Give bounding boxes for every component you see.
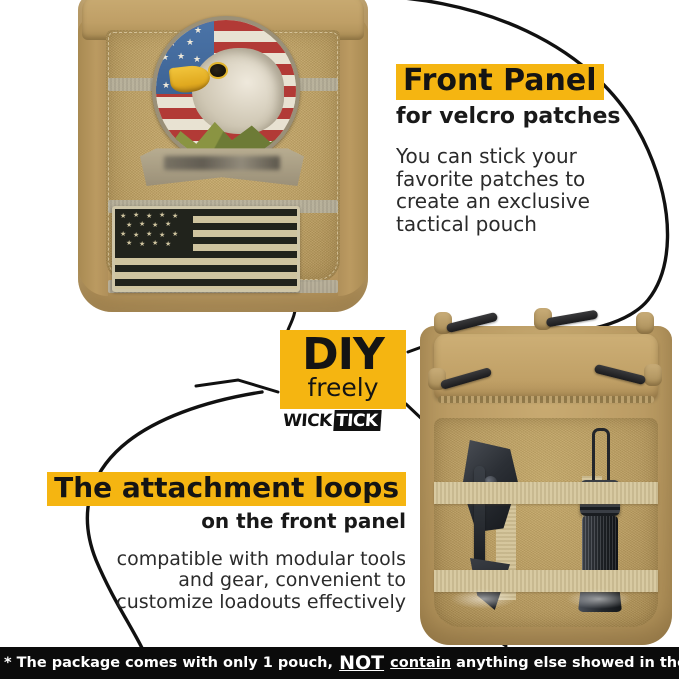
molle-webbing-row [434, 482, 658, 504]
american-eagle-patch: ★ ★ ★ ★ ★ ★ ★ ★ ★ ★ ★ ★ [140, 16, 304, 186]
brand-logo-first-half: WICK [279, 409, 335, 431]
banner-text-blurred [164, 156, 280, 170]
zipper-track [438, 396, 654, 403]
body-line: create an exclusive [396, 189, 590, 214]
body-line: tactical pouch [396, 212, 537, 237]
body-line: You can stick your [396, 143, 577, 168]
front-velcro-panel [434, 418, 658, 627]
cord-knot [636, 312, 654, 334]
body-line: and gear, convenient to [178, 569, 406, 592]
brand-logo-second-half: TICK [333, 409, 382, 431]
flashlight-clip [592, 428, 610, 493]
disclaimer-emphasis-contain: contain [390, 655, 452, 671]
bottom-right-pouch-image [412, 300, 679, 645]
disclaimer-suffix: anything else showed in the pictures [456, 655, 679, 671]
body-line: customize loadouts effectively [116, 590, 406, 613]
front-panel-heading: Front Panel [396, 64, 604, 100]
pouch-sidewall-left [78, 18, 108, 296]
molle-webbing-row [434, 570, 658, 592]
attachment-loops-heading: The attachment loops [47, 472, 406, 506]
diy-yellow-box: DIY freely [280, 330, 406, 409]
eagle-eye [208, 62, 228, 79]
disclaimer-emphasis-not: NOT [339, 652, 385, 674]
tool-highlight [450, 589, 516, 609]
knife-pocket-clip [474, 466, 485, 570]
diy-sub-text: freely [307, 373, 379, 403]
subdued-us-flag-patch: ★ ★ ★ ★ ★ ★ ★ ★ ★ ★ ★ ★ ★ ★ ★ ★ ★ ★ [112, 206, 300, 292]
pouch-sidewall-right [338, 18, 368, 296]
disclaimer-prefix: * The package comes with only 1 pouch, [4, 655, 334, 671]
flashlight-body [582, 516, 618, 574]
eagle-head [192, 48, 284, 134]
eagle-patch-disc: ★ ★ ★ ★ ★ ★ ★ ★ ★ ★ ★ ★ [152, 16, 300, 164]
top-left-pouch-image: ★ ★ ★ ★ ★ ★ ★ ★ ★ ★ ★ ★ [78, 0, 368, 312]
attachment-loops-body: compatible with modular tools and gear, … [46, 547, 406, 614]
pouch-lid [434, 334, 658, 400]
diy-badge: DIY freely WICK TICK [279, 330, 406, 431]
zipper-pull [545, 309, 599, 328]
tool-highlight [566, 589, 632, 609]
body-line: favorite patches to [396, 166, 586, 191]
diy-main-text: DIY [302, 329, 385, 380]
patch-banner-ribbon [140, 148, 304, 186]
disclaimer-bar: * The package comes with only 1 pouch, N… [0, 647, 679, 679]
front-panel-subheading: for velcro patches [396, 103, 621, 129]
brand-logo: WICK TICK [279, 409, 406, 431]
flag-patch-canton: ★ ★ ★ ★ ★ ★ ★ ★ ★ ★ ★ ★ ★ ★ ★ ★ ★ ★ [115, 209, 193, 251]
cord-knot [644, 364, 662, 386]
front-panel-body: You can stick your favorite patches to c… [396, 143, 666, 237]
body-line: compatible with modular tools [116, 547, 406, 570]
callout-front-panel: Front Panel for velcro patches You can s… [396, 64, 666, 236]
callout-attachment-loops: The attachment loops on the front panel … [46, 472, 406, 614]
attachment-loops-subheading: on the front panel [201, 508, 406, 533]
